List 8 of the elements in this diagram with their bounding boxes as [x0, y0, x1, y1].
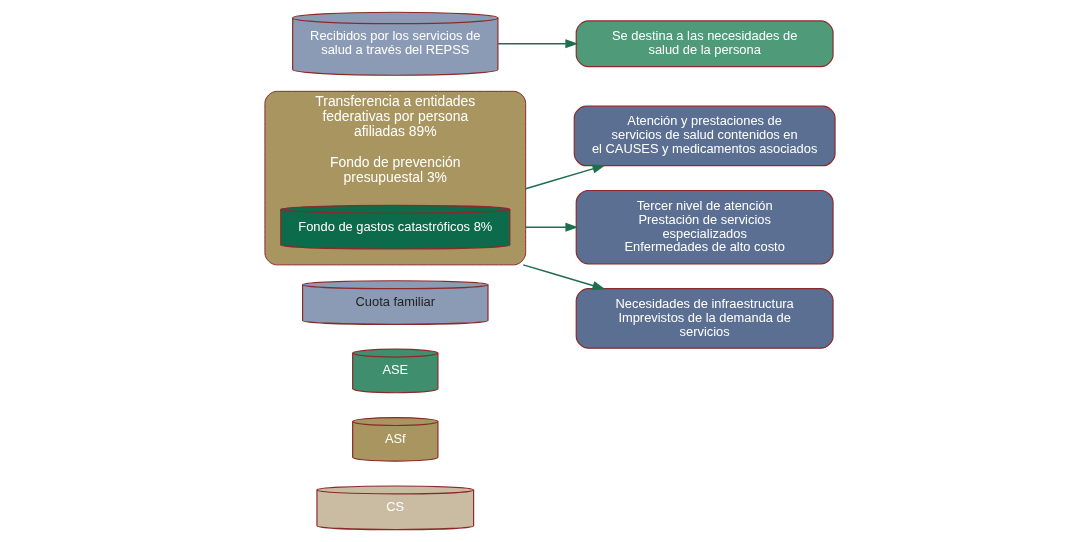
node-box: Se destina a las necesidades de salud de la persona	[575, 20, 834, 68]
arrow	[496, 39, 578, 49]
node-box: Necesidades de infraestructura Imprevistos de la demanda de servicios	[575, 288, 834, 349]
arrow	[521, 264, 605, 290]
node-box: Atención y prestaciones de servicios de salud contenidos en el CAUSES y medicamentos asociados	[573, 105, 836, 167]
node-box: Tercer nivel de atención Prestación de servicios especializados Enfermedades de alto costo	[575, 189, 834, 265]
arrow	[524, 164, 605, 190]
arrow	[524, 222, 578, 232]
